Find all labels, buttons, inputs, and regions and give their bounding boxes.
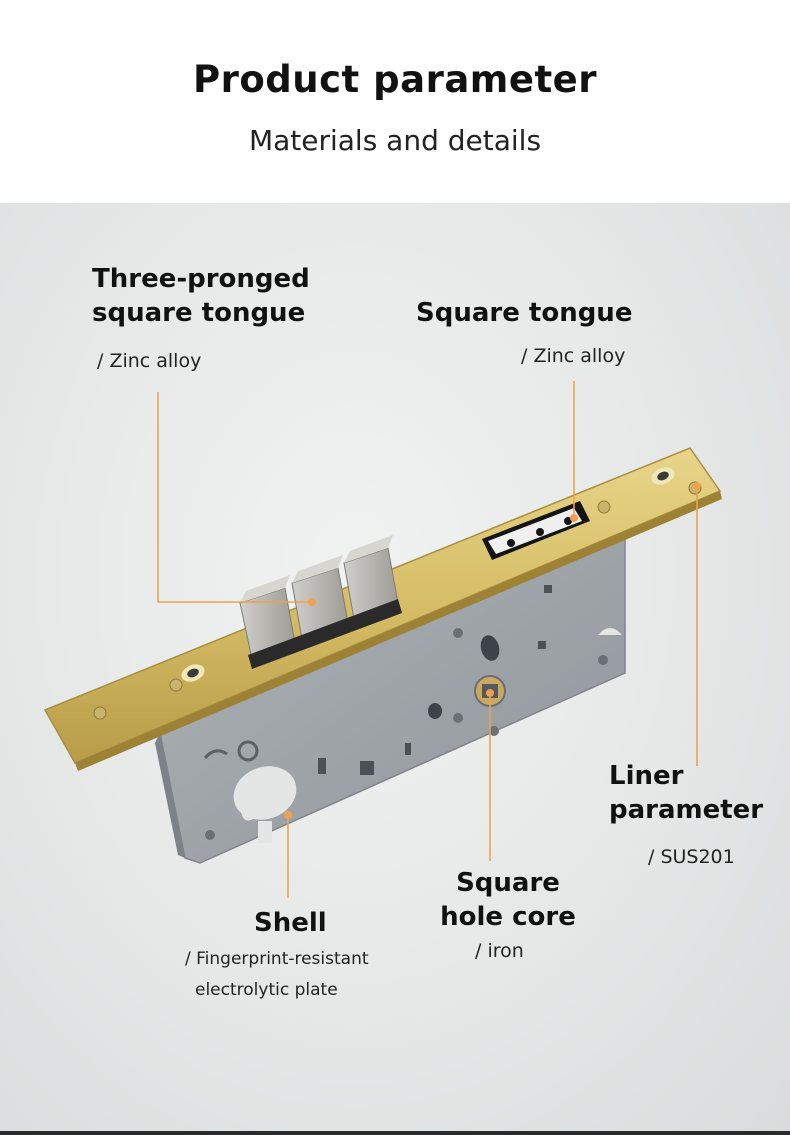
bottom-border [0, 1131, 790, 1135]
three-pronged-label-line1: Three-pronged [92, 264, 310, 294]
leader-dots [284, 482, 701, 819]
three-pronged-label-line2: square tongue [92, 298, 306, 328]
header: Product parameter Materials and details [0, 0, 790, 203]
three-pronged-label: Three-pronged square tongue [92, 262, 310, 330]
three-pronged-material: / Zinc alloy [97, 350, 202, 372]
shell-material-line2: electrolytic plate [195, 980, 338, 1000]
liner-label-line2: parameter [609, 795, 764, 825]
mortise-lock-illustration [43, 381, 722, 898]
square-hole-label-line1: Square [456, 868, 560, 898]
page-subtitle: Materials and details [248, 124, 542, 157]
square-hole-label-line2: hole core [440, 902, 576, 932]
liner-label-line1: Liner [609, 761, 684, 791]
liner-material: / SUS201 [648, 846, 735, 868]
lock-shell [155, 521, 626, 864]
shell-label: Shell [254, 908, 327, 938]
square-tongue-label: Square tongue [416, 298, 633, 328]
product-photo-area: Three-pronged square tongue / Zinc alloy… [0, 203, 790, 1131]
page-title: Product parameter [193, 58, 597, 101]
liner-label: Liner parameter [609, 759, 763, 827]
square-tongue-material: / Zinc alloy [521, 345, 626, 367]
square-hole-material: / iron [475, 940, 524, 962]
leader-lines [157, 381, 698, 898]
shell-material-line1: / Fingerprint-resistant [185, 949, 369, 969]
square-hole-label: Square hole core [438, 866, 578, 934]
three-pronged-tongue [239, 535, 402, 669]
